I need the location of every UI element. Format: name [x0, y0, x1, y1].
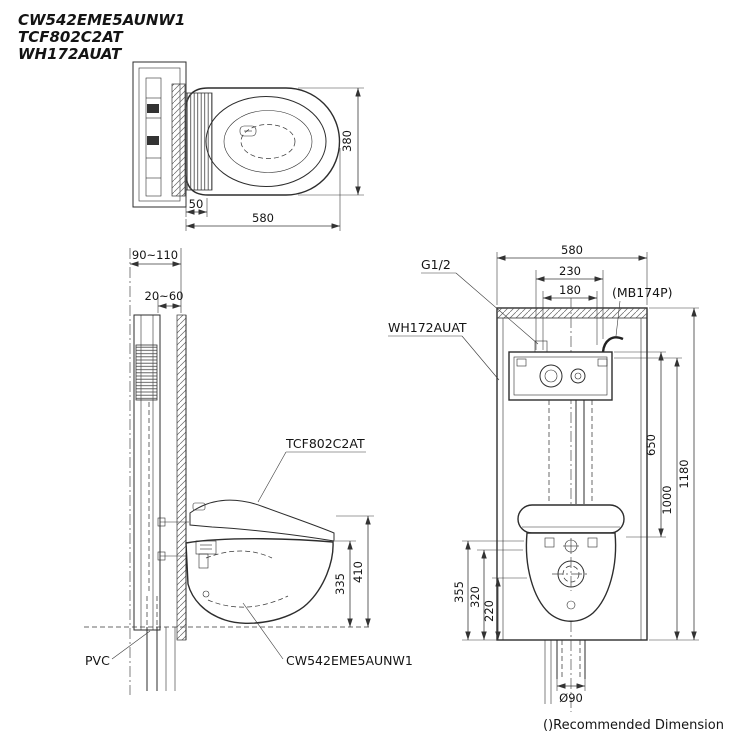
supply-callout: G1/2	[421, 257, 451, 272]
carrier-bolt-block	[147, 104, 159, 113]
dim-230-label: 230	[559, 264, 581, 278]
bowl-callout: CW542EME5AUNW1	[286, 653, 413, 668]
drain-pipes-front	[544, 640, 586, 704]
dim-50-label: 50	[189, 197, 204, 211]
bowl-rim-plan	[223, 110, 313, 173]
model-1: CW542EME5AUNW1	[18, 11, 185, 29]
nozzle-shutter-plan	[239, 125, 257, 137]
label-bowl-side: CW542EME5AUNW1	[242, 602, 413, 668]
dim-wall-clearance: 90~110	[130, 248, 181, 267]
dim-depth-380: 380	[298, 87, 364, 196]
carrier-panel-front	[496, 307, 648, 641]
dim-320: 320	[468, 549, 523, 640]
carrier-callout: WH172AUAT	[388, 320, 467, 335]
carrier-plan	[132, 61, 187, 208]
dim-width-580-front: 580	[496, 243, 648, 305]
flush-button-small	[570, 368, 586, 384]
washlet-side	[189, 499, 335, 569]
dim-access-width-180: 180	[542, 283, 598, 350]
dim-380-label: 380	[340, 130, 354, 152]
seat-ring-plan	[205, 96, 327, 187]
dim-offset-50: 50	[185, 197, 208, 217]
dim-1180-label: 1180	[677, 459, 691, 488]
dim-320-label: 320	[468, 586, 482, 608]
carrier-frame-side	[133, 314, 189, 631]
dim-20-60-label: 20~60	[145, 289, 184, 303]
toilet-front	[517, 504, 625, 622]
dim-panel-thickness: 20~60	[145, 289, 184, 313]
pvc-callout: PVC	[85, 653, 110, 668]
dim-650: 650	[614, 351, 666, 538]
washlet-lid-profile	[189, 499, 335, 542]
front-view: 580 230 180 650 1000	[388, 243, 699, 712]
label-supply-g12: G1/2	[421, 257, 539, 345]
dim-1000: 1000	[614, 357, 682, 640]
dim-355: 355	[452, 540, 524, 640]
dim-tank-width-230: 230	[535, 264, 604, 350]
model-list: CW542EME5AUNW1 TCF802C2AT WH172AUAT	[18, 11, 185, 63]
dim-rim-height-335: 335	[333, 540, 356, 627]
panel-top-rail	[496, 307, 648, 319]
dim-lid-height-410: 410	[336, 515, 374, 627]
access-panel-callout: (MB174P)	[612, 285, 673, 300]
dim-180-label: 180	[559, 283, 581, 297]
dim-1000-label: 1000	[660, 485, 674, 514]
dim-1180: 1180	[649, 307, 699, 641]
model-3: WH172AUAT	[18, 45, 123, 63]
wall-section-side	[176, 314, 187, 641]
flush-button-large	[539, 364, 563, 388]
label-access-panel: (MB174P)	[612, 285, 673, 337]
carrier-bolt-block	[147, 136, 159, 145]
top-view: 380 50 580	[132, 61, 364, 231]
drain-pipes-side	[146, 596, 176, 691]
dim-650-label: 650	[644, 434, 658, 456]
bowl-profile	[185, 538, 334, 624]
washlet-body-plan	[185, 92, 213, 191]
wall-hatch-side	[176, 314, 187, 641]
dim-335-label: 335	[333, 573, 347, 595]
label-pvc: PVC	[85, 630, 151, 668]
washlet-callout: TCF802C2AT	[285, 436, 365, 451]
flush-bend-pipe	[601, 336, 624, 353]
label-carrier: WH172AUAT	[388, 320, 500, 381]
label-washlet-side: TCF802C2AT	[257, 436, 366, 503]
cistern-side-section	[135, 344, 158, 401]
bowl-plan	[185, 87, 341, 196]
dim-410-label: 410	[351, 561, 365, 583]
footer-note: ()Recommended Dimension	[543, 718, 724, 733]
dim-355-label: 355	[452, 581, 466, 603]
wall-hatch-plan	[171, 83, 186, 197]
water-surface-plan	[240, 124, 296, 159]
dim-580-front-label: 580	[561, 243, 583, 257]
cistern-front	[508, 336, 624, 401]
dim-220-label: 220	[482, 600, 496, 622]
dim-length-580-top: 580	[185, 148, 341, 231]
bowl-side	[185, 538, 334, 624]
side-view: 90~110 20~60	[84, 248, 413, 695]
dim-220: 220	[482, 577, 527, 640]
dim-o90-label: Ø90	[559, 691, 583, 705]
dim-90-110-label: 90~110	[132, 248, 178, 262]
flush-pipes-front	[548, 400, 593, 504]
washlet-front	[517, 504, 625, 534]
dim-drain-diameter: Ø90	[556, 679, 586, 705]
model-2: TCF802C2AT	[18, 28, 124, 46]
dim-580-top-label: 580	[252, 211, 274, 225]
